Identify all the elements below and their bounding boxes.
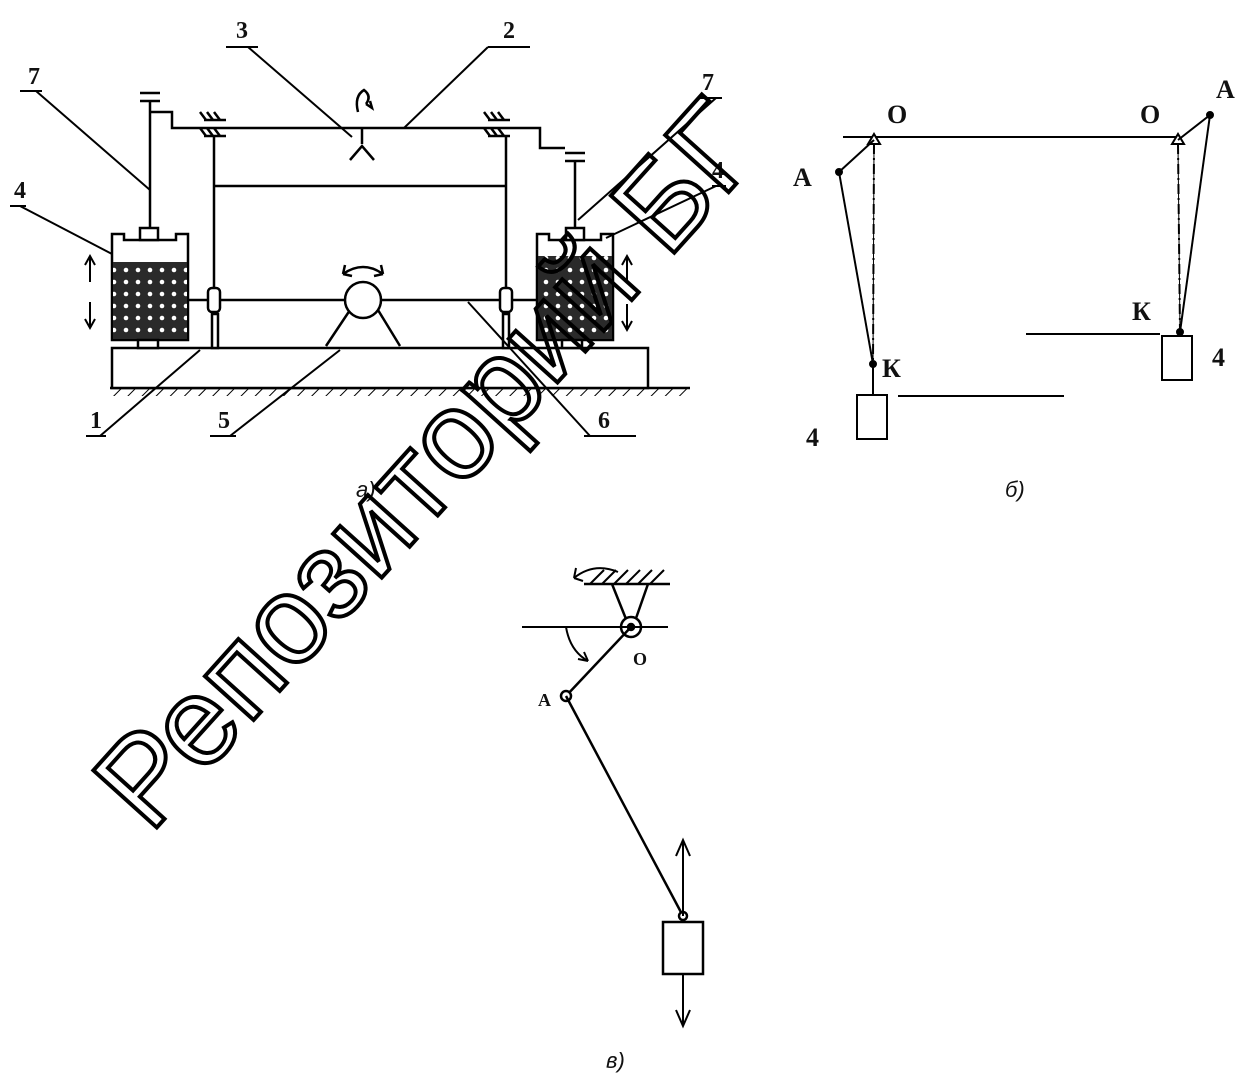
label-K-right: К bbox=[1132, 297, 1151, 326]
diagram-c-labels: O A в) bbox=[538, 649, 647, 1073]
right-tank bbox=[535, 226, 615, 350]
label-O-c: O bbox=[633, 649, 647, 669]
right-tank-motion-arrows bbox=[621, 253, 633, 333]
left-tank-fluid bbox=[113, 262, 187, 339]
rotation-arrow bbox=[573, 567, 619, 579]
left-tank bbox=[110, 226, 190, 350]
label-2: 2 bbox=[503, 18, 515, 44]
rotation-symbol bbox=[349, 88, 375, 161]
label-1: 1 bbox=[90, 408, 102, 434]
label-A-right: A bbox=[1216, 75, 1235, 104]
right-weight bbox=[1161, 335, 1193, 381]
label-A-c: A bbox=[538, 690, 551, 710]
label-4-left: 4 bbox=[14, 178, 26, 204]
angle-arc bbox=[565, 626, 589, 662]
label-5: 5 bbox=[218, 408, 230, 434]
right-tank-fluid bbox=[538, 256, 612, 339]
weight bbox=[661, 920, 705, 976]
diagram-a bbox=[10, 46, 726, 437]
caption-b: б) bbox=[1005, 477, 1025, 502]
right-crank-OA bbox=[1177, 114, 1211, 141]
top-frame bbox=[150, 110, 565, 150]
label-4-weight-right: 4 bbox=[1212, 343, 1225, 372]
support-hatch bbox=[589, 569, 665, 585]
diagram-b bbox=[835, 111, 1214, 440]
label-K-left: К bbox=[882, 354, 901, 383]
central-drive bbox=[324, 264, 402, 347]
leader-lines bbox=[10, 46, 726, 437]
label-4-right: 4 bbox=[712, 158, 724, 184]
diagram-a-labels: 7 4 3 2 7 4 1 5 6 а) bbox=[14, 18, 724, 502]
base-plate bbox=[110, 346, 650, 390]
right-rod-AK bbox=[1179, 114, 1211, 333]
right-bearing bbox=[498, 286, 514, 314]
label-6: 6 bbox=[598, 408, 610, 434]
caption-c: в) bbox=[606, 1048, 625, 1073]
right-pivot-support bbox=[483, 111, 510, 138]
label-O-left: O bbox=[887, 100, 907, 129]
diagram-b-labels: O O A A К К 4 4 б) bbox=[793, 75, 1235, 502]
left-bearing bbox=[206, 286, 222, 314]
crank-OA bbox=[565, 626, 632, 697]
left-rod-AK bbox=[838, 171, 874, 365]
label-O-right: O bbox=[1140, 100, 1160, 129]
diagram-c bbox=[522, 567, 705, 1029]
connecting-rod bbox=[564, 695, 685, 917]
label-A-left: A bbox=[793, 163, 812, 192]
label-7-right: 7 bbox=[702, 70, 714, 96]
left-crank-OA bbox=[838, 139, 875, 173]
label-4-weight-left: 4 bbox=[806, 423, 819, 452]
left-pivot-support bbox=[199, 111, 226, 138]
left-weight bbox=[856, 394, 888, 440]
watermark: Репозиторий БГ bbox=[68, 76, 787, 853]
ground-hatch bbox=[110, 388, 690, 396]
label-7-left: 7 bbox=[28, 64, 40, 90]
label-3: 3 bbox=[236, 18, 248, 44]
left-tank-motion-arrows bbox=[84, 253, 96, 331]
caption-a: а) bbox=[356, 477, 376, 502]
